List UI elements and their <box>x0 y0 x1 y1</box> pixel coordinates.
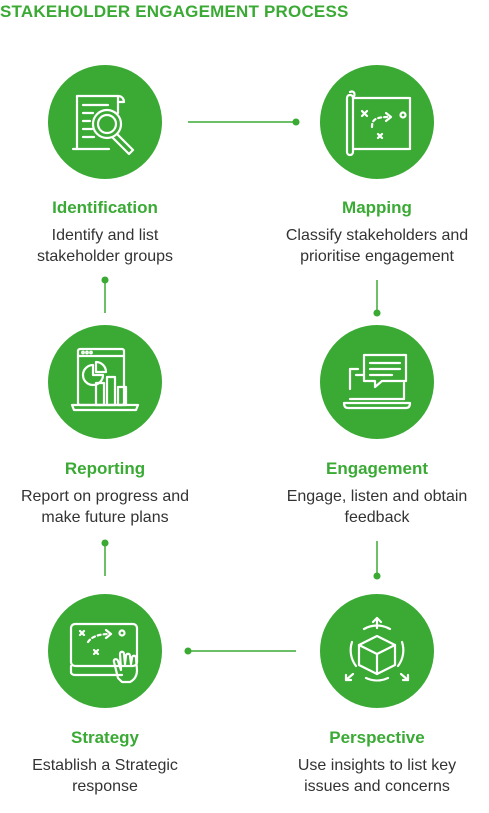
tablet-plan-touch-icon <box>69 622 139 684</box>
document-magnifier-icon <box>71 94 135 156</box>
step-desc-perspective: Use insights to list key issues and conc… <box>297 757 457 795</box>
step-title-strategy: Strategy <box>70 728 140 747</box>
step-title-reporting: Reporting <box>64 459 146 478</box>
report-dashboard-icon <box>70 347 140 412</box>
step-title-mapping: Mapping <box>342 198 412 217</box>
step-title-identification: Identification <box>52 198 158 217</box>
step-desc-identification: Identify and list stakeholder groups <box>36 227 174 265</box>
step-desc-mapping: Classify stakeholders and prioritise eng… <box>285 227 469 265</box>
step-desc-reporting: Report on progress and make future plans <box>20 488 190 526</box>
step-title-engagement: Engagement <box>325 459 429 478</box>
strategy-circle <box>48 594 162 708</box>
map-route-icon <box>345 90 412 157</box>
cube-perspective-icon <box>344 616 410 682</box>
diagram-title: STAKEHOLDER ENGAGEMENT PROCESS <box>0 2 349 21</box>
identification-circle <box>48 65 162 179</box>
step-desc-strategy: Establish a Strategic response <box>32 757 178 795</box>
step-title-perspective: Perspective <box>329 728 425 747</box>
engagement-circle <box>320 325 434 439</box>
reporting-circle <box>48 325 162 439</box>
step-desc-engagement: Engage, listen and obtain feedback <box>286 488 468 526</box>
perspective-circle <box>320 594 434 708</box>
mapping-circle <box>320 65 434 179</box>
laptop-chat-icon <box>342 353 412 410</box>
